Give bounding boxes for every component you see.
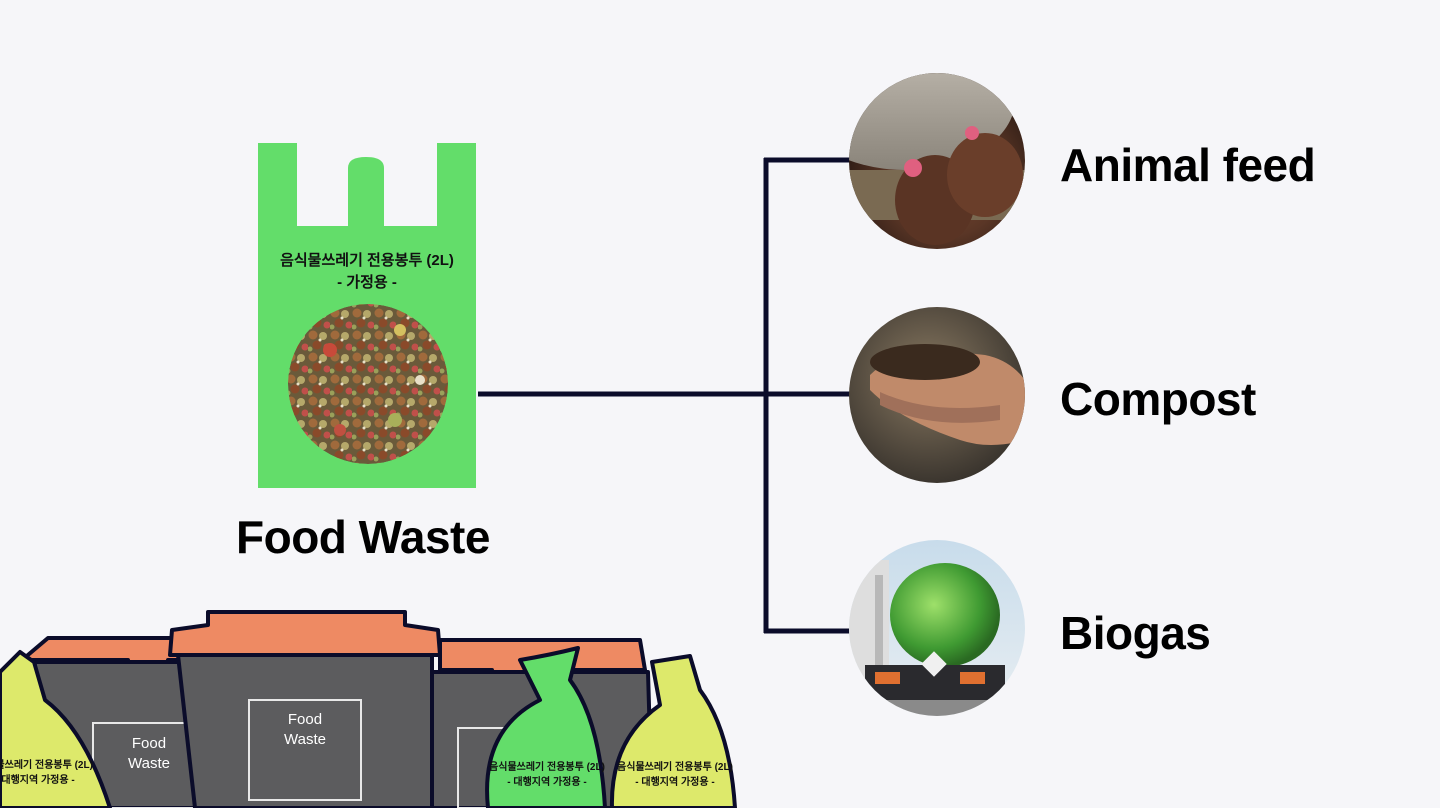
output-label-animal-feed: Animal feed (1060, 139, 1316, 191)
output-label-biogas: Biogas (1060, 607, 1211, 659)
food-waste-title: Food Waste (236, 511, 490, 563)
food-scraps-image (288, 304, 448, 464)
small-bag-center-line1: 음식물쓰레기 전용봉투 (2L) (489, 762, 605, 773)
bin-label-center: Food Waste (249, 710, 361, 750)
small-bag-left-label: 음식물쓰레기 전용봉투 (2L) - 대행지역 가정용 - (0, 758, 110, 788)
biogas-image (849, 540, 1025, 716)
small-bag-left-line2: - 대행지역 가정용 - (0, 775, 75, 786)
food-waste-bins (20, 610, 654, 808)
small-bag-right (609, 654, 737, 808)
connector-lines (478, 157, 850, 634)
small-bag-center-label: 음식물쓰레기 전용봉투 (2L) - 대행지역 가정용 - (472, 760, 622, 790)
small-bag-right-line1: 음식물쓰레기 전용봉투 (2L) (617, 762, 733, 773)
bin-label-left: Food Waste (93, 734, 205, 774)
bin-label-box-1 (248, 699, 362, 801)
bin-label-left-line1: Food (131, 735, 167, 752)
bin-label-center-line1: Food (287, 711, 323, 728)
animal-feed-image (849, 73, 1025, 249)
small-bag-right-line2: - 대행지역 가정용 - (635, 777, 715, 788)
main-bag-label-line2: - 가정용 - (337, 274, 397, 291)
bin-label-center-line2: Waste (284, 731, 326, 748)
small-bag-right-label: 음식물쓰레기 전용봉투 (2L) - 대행지역 가정용 - (600, 760, 750, 790)
small-bag-left-line1: 음식물쓰레기 전용봉투 (2L) (0, 760, 93, 771)
small-bag-center-line2: - 대행지역 가정용 - (507, 777, 587, 788)
main-bag-label-line1: 음식물쓰레기 전용봉투 (2L) (280, 252, 454, 269)
output-label-compost: Compost (1060, 373, 1256, 425)
bin-label-left-line2: Waste (128, 755, 170, 772)
small-bag-left (0, 650, 112, 808)
main-bag-label: 음식물쓰레기 전용봉투 (2L) - 가정용 - (258, 250, 476, 294)
food-waste-bag (258, 143, 476, 488)
small-bag-center (485, 646, 607, 808)
compost-image (849, 307, 1025, 483)
bin-front-center (168, 610, 442, 808)
